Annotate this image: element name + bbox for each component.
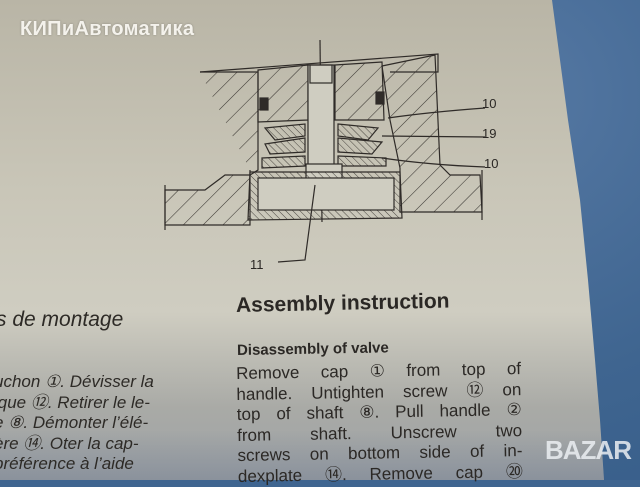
french-heading: s de montage — [0, 308, 124, 331]
english-body: Remove cap ① from top of handle. Untight… — [236, 359, 523, 487]
valve-cross-section-drawing — [164, 40, 486, 263]
callout-19: 19 — [482, 126, 497, 141]
french-line: uchon ①. Dévisser la — [0, 372, 154, 391]
french-line: ique ⑫. Retirer le le- — [0, 392, 150, 412]
french-line: préférence à l’aide — [0, 454, 134, 473]
watermark-kipiavtomatika: КИПиАвтоматика — [20, 18, 195, 40]
callout-10-upper: 10 — [482, 96, 497, 111]
french-line: e ⑧. Démonter l’élé- — [0, 413, 149, 432]
disassembly-subheading: Disassembly of valve — [236, 339, 389, 359]
english-line-6: dexplate ⑭. Remove cap ⑳ — [237, 461, 524, 486]
watermark-bazar: BAZAR — [545, 435, 632, 465]
french-line: ère ⑭. Oter la cap- — [0, 433, 139, 453]
assembly-instruction-heading: Assembly instruction — [235, 289, 450, 317]
page-shadow — [0, 430, 604, 480]
callout-11: 11 — [250, 257, 264, 272]
callout-10-lower: 10 — [484, 156, 499, 171]
french-body: uchon ①. Dévisser la ique ⑫. Retirer le … — [0, 372, 154, 475]
